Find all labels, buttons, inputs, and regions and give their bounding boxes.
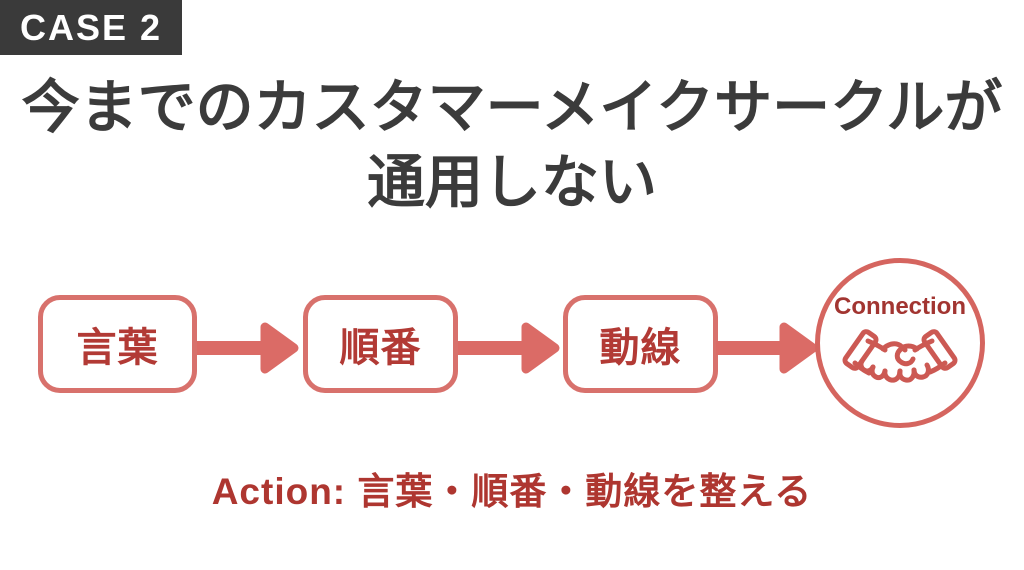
arrow-right-icon bbox=[458, 322, 560, 374]
connection-label: Connection bbox=[834, 293, 966, 320]
flow-step-words: 言葉 bbox=[38, 295, 197, 393]
title-line-2: 通用しない bbox=[366, 150, 657, 216]
flow-step-words-label: 言葉 bbox=[76, 326, 159, 370]
handshake-icon bbox=[842, 329, 958, 383]
action-text: Action: 言葉・順番・動線を整える bbox=[211, 471, 813, 512]
connection-circle: Connection bbox=[815, 258, 985, 428]
flow-step-flowline: 動線 bbox=[563, 295, 718, 393]
flow-step-order-label: 順番 bbox=[339, 326, 422, 370]
case-badge: CASE 2 bbox=[0, 0, 182, 55]
arrow-right-icon bbox=[197, 322, 299, 374]
title-line-1: 今までのカスタマーメイクサークルが bbox=[21, 75, 1003, 140]
flow-step-flowline-label: 動線 bbox=[599, 326, 682, 370]
flow-step-order: 順番 bbox=[303, 295, 458, 393]
case-badge-label: CASE 2 bbox=[19, 6, 163, 48]
slide-title: 今までのカスタマーメイクサークルが 通用しない bbox=[0, 70, 1024, 221]
arrow-right-icon bbox=[716, 322, 818, 374]
